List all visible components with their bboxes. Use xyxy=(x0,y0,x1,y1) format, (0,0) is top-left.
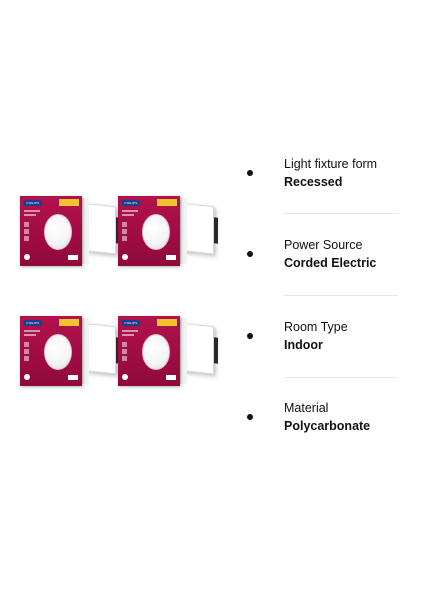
product-box-1: PHILIPS xyxy=(20,196,116,268)
spec-value: Indoor xyxy=(284,338,323,352)
bullet-icon xyxy=(247,251,253,257)
brand-logo: PHILIPS xyxy=(24,320,42,326)
product-box-front: PHILIPS xyxy=(118,316,180,386)
spec-label: Light fixture form xyxy=(284,157,378,171)
spec-label: Power Source xyxy=(284,238,363,252)
spec-label: Room Type xyxy=(284,320,348,334)
light-disc-image xyxy=(142,214,170,250)
product-box-3: PHILIPS xyxy=(20,316,116,388)
light-disc-image xyxy=(44,334,72,370)
product-image-grid: PHILIPS PHILIPS xyxy=(0,0,230,590)
offer-tag xyxy=(59,319,79,326)
spec-label: Material xyxy=(284,401,329,415)
brand-logo: PHILIPS xyxy=(122,200,140,206)
badge-icon xyxy=(24,254,30,260)
product-box-4: PHILIPS xyxy=(118,316,214,388)
spec-value: Polycarbonate xyxy=(284,419,371,433)
spec-value: Corded Electric xyxy=(284,256,377,270)
wattage-badge xyxy=(166,375,176,380)
brand-logo: PHILIPS xyxy=(122,320,140,326)
product-specs-list: Light fixture form Recessed Power Source… xyxy=(240,0,442,590)
light-disc-image xyxy=(44,214,72,250)
bullet-icon xyxy=(247,333,253,339)
wattage-badge xyxy=(68,255,78,260)
product-box-front: PHILIPS xyxy=(118,196,180,266)
product-box-2: PHILIPS xyxy=(118,196,214,268)
badge-icon xyxy=(24,374,30,380)
divider xyxy=(284,377,398,378)
spec-value: Recessed xyxy=(284,175,343,189)
badge-icon xyxy=(122,254,128,260)
offer-tag xyxy=(59,199,79,206)
light-disc-image xyxy=(142,334,170,370)
product-box-front: PHILIPS xyxy=(20,196,82,266)
badge-icon xyxy=(122,374,128,380)
bullet-icon xyxy=(247,414,253,420)
wattage-badge xyxy=(166,255,176,260)
bullet-icon xyxy=(247,170,253,176)
brand-logo: PHILIPS xyxy=(24,200,42,206)
wattage-badge xyxy=(68,375,78,380)
divider xyxy=(284,295,398,296)
offer-tag xyxy=(157,319,177,326)
offer-tag xyxy=(157,199,177,206)
divider xyxy=(284,213,398,214)
product-box-front: PHILIPS xyxy=(20,316,82,386)
